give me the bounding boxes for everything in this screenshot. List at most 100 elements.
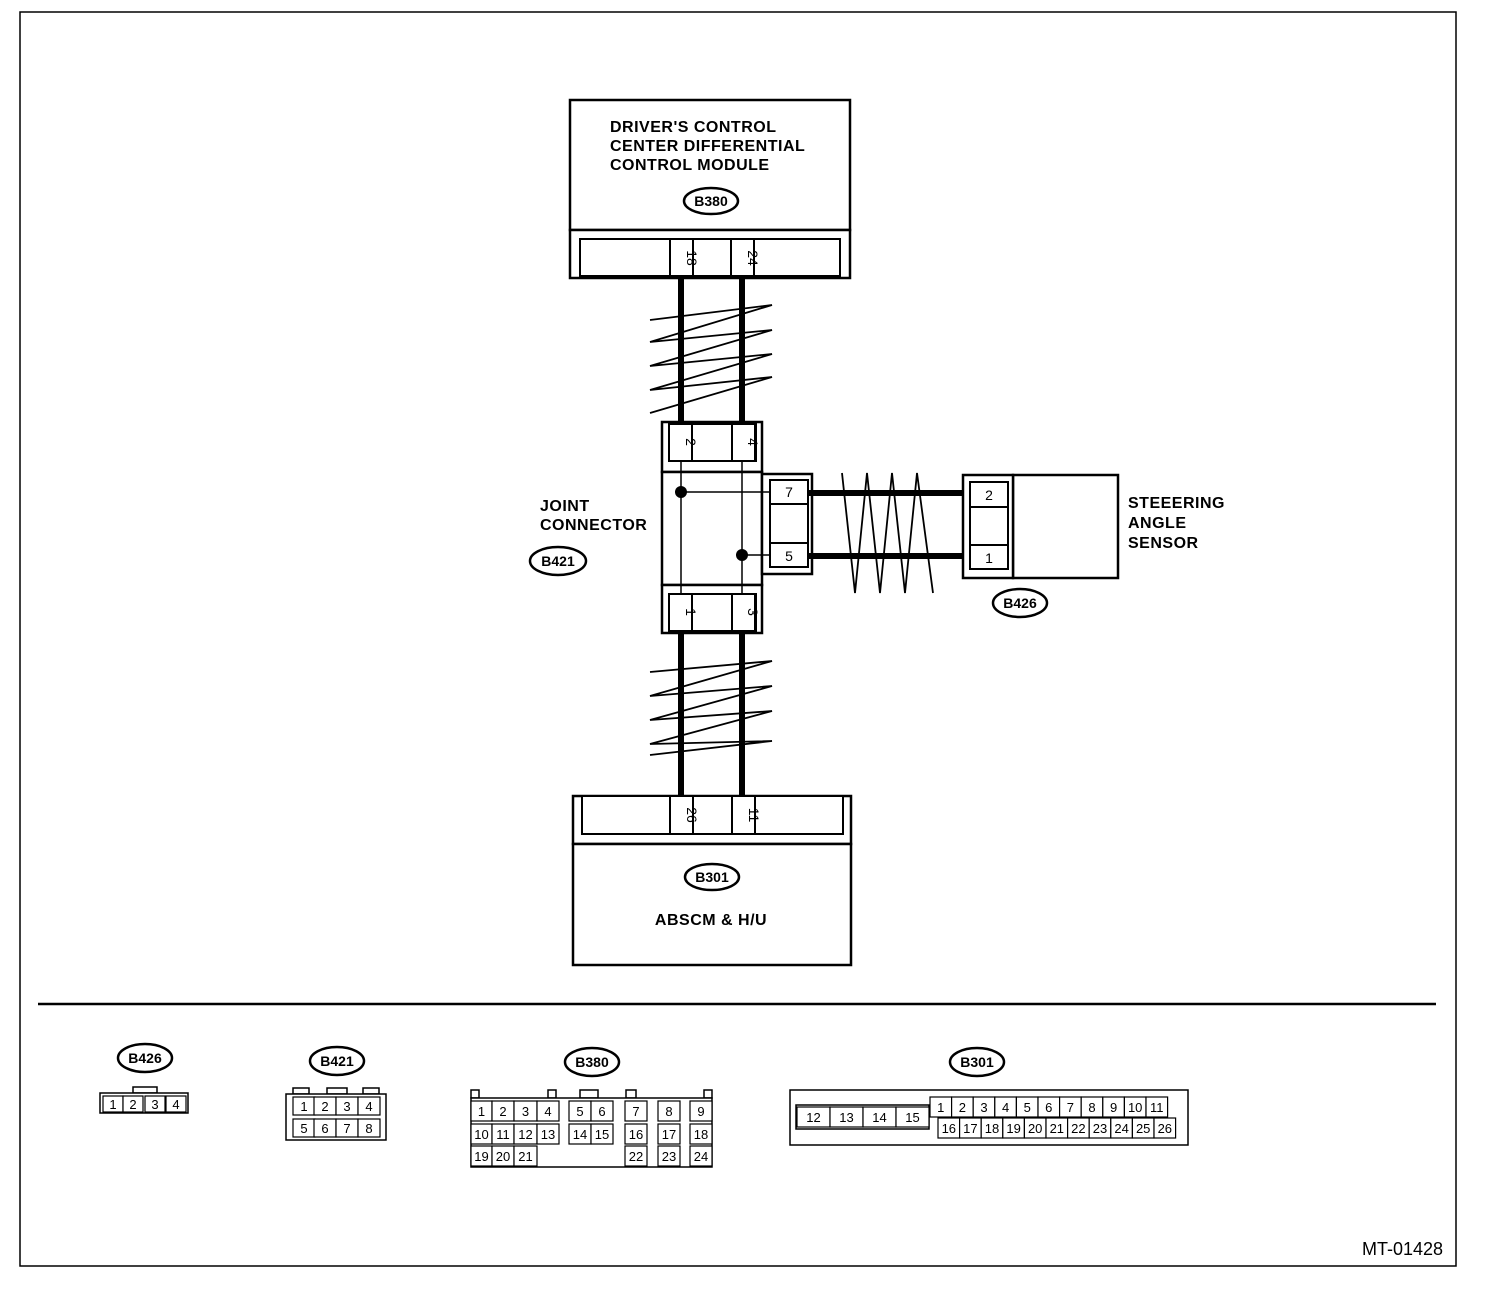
pin-cell-b380-3: 3 xyxy=(513,1100,538,1122)
pin-cell-b380-18: 18 xyxy=(689,1123,713,1145)
bottom-control-module: 26 11 B301 ABSCM & H/U xyxy=(571,794,853,967)
pin-cell-b380-5: 5 xyxy=(568,1100,592,1122)
svg-text:4: 4 xyxy=(365,1099,372,1114)
svg-text:23: 23 xyxy=(1093,1121,1107,1136)
svg-text:2: 2 xyxy=(959,1100,966,1115)
pin-cell-b301-24: 24 xyxy=(1110,1117,1134,1139)
svg-text:10: 10 xyxy=(1128,1100,1142,1115)
svg-text:6: 6 xyxy=(598,1104,605,1119)
svg-text:15: 15 xyxy=(595,1127,609,1142)
pin-cell-b380-20: 20 xyxy=(491,1145,515,1167)
svg-text:24: 24 xyxy=(694,1149,708,1164)
bottom-module-code: B301 xyxy=(695,869,729,885)
top-module-code: B380 xyxy=(694,193,728,209)
svg-text:24: 24 xyxy=(1114,1121,1128,1136)
pin-cell-b380-23: 23 xyxy=(657,1145,681,1167)
pin-cell-b301-6: 6 xyxy=(1037,1096,1061,1118)
joint-connector-line-2: CONNECTOR xyxy=(540,517,647,534)
pin-cell-b380-10: 10 xyxy=(470,1123,493,1145)
pin-cell-b380-19: 19 xyxy=(470,1145,493,1167)
svg-text:1: 1 xyxy=(109,1097,116,1112)
svg-text:17: 17 xyxy=(662,1127,676,1142)
pin-cell-b380-16: 16 xyxy=(624,1123,648,1145)
pin-cell-b421-1: 1 xyxy=(292,1096,316,1116)
pin-cell-b301-1: 1 xyxy=(929,1096,953,1118)
svg-text:4: 4 xyxy=(544,1104,551,1119)
pin-cell-b380-8: 8 xyxy=(657,1100,681,1122)
pin-cell-b380-7: 7 xyxy=(624,1100,648,1122)
svg-text:11: 11 xyxy=(1150,1100,1164,1115)
svg-text:12: 12 xyxy=(518,1127,532,1142)
top-module-line-1: DRIVER'S CONTROL xyxy=(610,119,776,136)
svg-text:9: 9 xyxy=(1110,1100,1117,1115)
svg-text:5: 5 xyxy=(576,1104,583,1119)
pin-cell-b301-14: 14 xyxy=(862,1106,897,1128)
joint-connector: 2 4 1 3 7 5 xyxy=(660,420,814,635)
svg-text:23: 23 xyxy=(662,1149,676,1164)
pin-b426-bottom: 1 xyxy=(985,550,993,566)
svg-text:12: 12 xyxy=(806,1110,820,1125)
pin-cell-b301-17: 17 xyxy=(958,1117,982,1139)
pin-cell-b301-3: 3 xyxy=(972,1096,996,1118)
pin-b380-left: 18 xyxy=(684,250,700,266)
pin-b301-right: 11 xyxy=(746,808,762,823)
svg-text:7: 7 xyxy=(343,1121,350,1136)
svg-text:26: 26 xyxy=(1158,1121,1172,1136)
svg-text:2: 2 xyxy=(321,1099,328,1114)
pin-cell-b426-1: 1 xyxy=(102,1095,124,1113)
top-module-line-2: CENTER DIFFERENTIAL xyxy=(610,138,805,155)
svg-text:20: 20 xyxy=(496,1149,510,1164)
svg-text:5: 5 xyxy=(1024,1100,1031,1115)
pin-cell-b301-9: 9 xyxy=(1102,1096,1126,1118)
svg-text:13: 13 xyxy=(541,1127,555,1142)
svg-text:22: 22 xyxy=(629,1149,643,1164)
svg-text:1: 1 xyxy=(937,1100,944,1115)
svg-text:14: 14 xyxy=(573,1127,587,1142)
top-control-module: DRIVER'S CONTROL CENTER DIFFERENTIAL CON… xyxy=(568,98,852,280)
pin-cell-b421-8: 8 xyxy=(357,1118,381,1138)
pin-b421-side-top: 7 xyxy=(785,484,793,500)
pin-b426-top: 2 xyxy=(985,487,993,503)
svg-text:21: 21 xyxy=(518,1149,532,1164)
svg-text:22: 22 xyxy=(1071,1121,1085,1136)
svg-text:9: 9 xyxy=(697,1104,704,1119)
outer-frame xyxy=(19,11,1457,1267)
pin-b421-top-right: 4 xyxy=(745,438,761,446)
pin-cell-b380-11: 11 xyxy=(491,1123,515,1145)
pin-cell-b301-22: 22 xyxy=(1066,1117,1090,1139)
pin-cell-b380-2: 2 xyxy=(491,1100,515,1122)
pin-cell-b380-21: 21 xyxy=(513,1145,538,1167)
svg-text:3: 3 xyxy=(522,1104,529,1119)
pin-cell-b301-10: 10 xyxy=(1123,1096,1147,1118)
svg-text:19: 19 xyxy=(474,1149,488,1164)
svg-text:8: 8 xyxy=(1088,1100,1095,1115)
pin-cell-b380-14: 14 xyxy=(568,1123,592,1145)
svg-text:2: 2 xyxy=(499,1104,506,1119)
pin-cell-b301-7: 7 xyxy=(1058,1096,1082,1118)
pin-cell-b421-3: 3 xyxy=(335,1096,359,1116)
pin-cell-b421-4: 4 xyxy=(357,1096,381,1116)
svg-text:17: 17 xyxy=(963,1121,977,1136)
svg-text:3: 3 xyxy=(151,1097,158,1112)
pin-cell-b301-20: 20 xyxy=(1023,1117,1047,1139)
pin-cell-b301-16: 16 xyxy=(937,1117,961,1139)
svg-text:15: 15 xyxy=(905,1110,919,1125)
svg-text:6: 6 xyxy=(1045,1100,1052,1115)
pin-cell-b301-19: 19 xyxy=(1002,1117,1025,1139)
pin-cell-b301-18: 18 xyxy=(980,1117,1004,1139)
pin-b421-top-left: 2 xyxy=(683,438,699,446)
pin-b421-bottom-right: 3 xyxy=(745,608,761,616)
steering-angle-sensor: 2 1 xyxy=(961,473,1120,580)
pin-cell-b380-24: 24 xyxy=(689,1145,713,1167)
svg-text:21: 21 xyxy=(1050,1121,1064,1136)
svg-text:8: 8 xyxy=(365,1121,372,1136)
svg-text:2: 2 xyxy=(129,1097,136,1112)
pin-cell-b301-25: 25 xyxy=(1131,1117,1155,1139)
twisted-pair-top xyxy=(649,304,773,414)
svg-text:4: 4 xyxy=(172,1097,179,1112)
pin-cell-b380-1: 1 xyxy=(470,1100,493,1122)
svg-text:1: 1 xyxy=(478,1104,485,1119)
pin-cell-b301-13: 13 xyxy=(829,1106,864,1128)
